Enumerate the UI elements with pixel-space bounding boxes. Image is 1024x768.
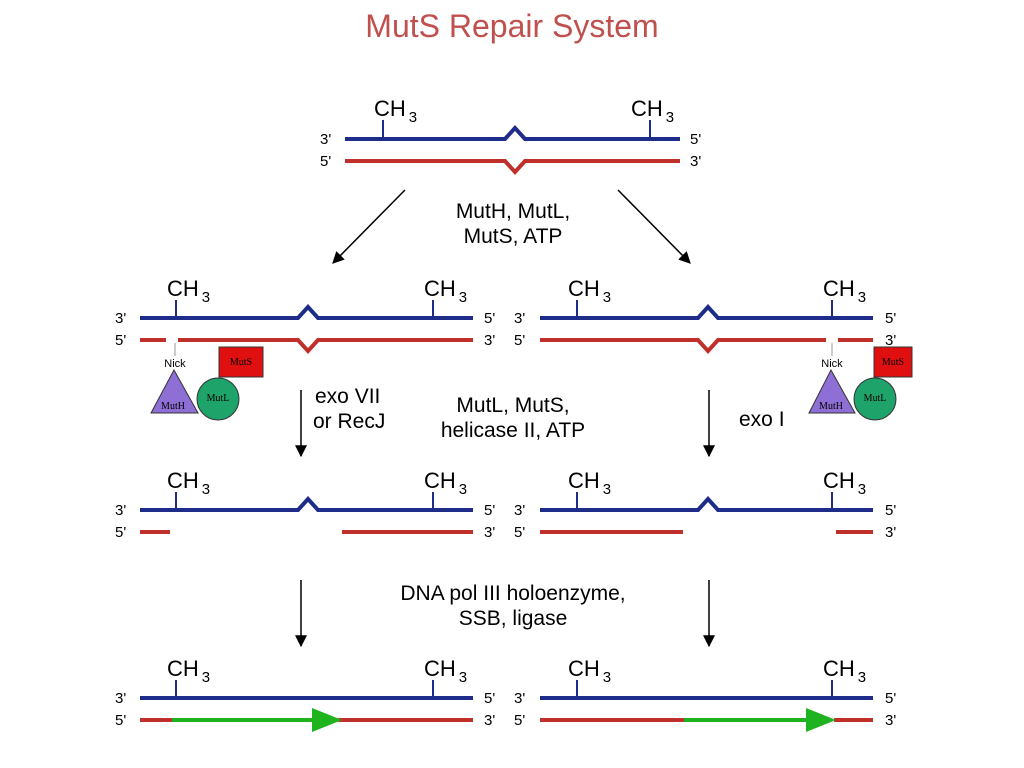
strand-end-5prime: 5' xyxy=(484,690,495,707)
page-title: MutS Repair System xyxy=(365,8,659,44)
strand-end-5prime: 5' xyxy=(690,131,701,148)
strand-end-5prime: 5' xyxy=(514,712,525,729)
arrow-to-left-pathway xyxy=(332,189,406,264)
strand-end-3prime: 3' xyxy=(885,712,896,729)
step-label-resynthesis: DNA pol III holoenzyme, xyxy=(400,582,625,605)
muts-label: MutS xyxy=(230,357,252,368)
step-label-resynthesis: SSB, ligase xyxy=(459,607,568,630)
synthesis-arrowhead xyxy=(312,708,342,732)
strand-end-5prime: 5' xyxy=(115,524,126,541)
muth-protein xyxy=(808,368,856,414)
template-strand xyxy=(540,496,873,512)
strand-end-5prime: 5' xyxy=(484,310,495,327)
muts-protein xyxy=(218,346,264,378)
strand-end-5prime: 5' xyxy=(885,502,896,519)
strand-end-5prime: 5' xyxy=(885,690,896,707)
step-label-excision-right: exo I xyxy=(739,408,785,431)
mutl-protein xyxy=(196,377,240,421)
step-label-helicase: MutL, MutS, xyxy=(456,394,569,417)
strand-end-3prime: 3' xyxy=(115,310,126,327)
daughter-strand xyxy=(540,338,873,354)
strand-end-5prime: 5' xyxy=(115,332,126,349)
muth-label: MutH xyxy=(161,401,185,412)
step-label-recognition: MutS, ATP xyxy=(464,225,563,248)
strand-end-5prime: 5' xyxy=(115,712,126,729)
strand-end-3prime: 3' xyxy=(514,690,525,707)
strand-end-5prime: 5' xyxy=(514,524,525,541)
strand-end-3prime: 3' xyxy=(885,524,896,541)
strand-end-3prime: 3' xyxy=(514,310,525,327)
strand-end-3prime: 3' xyxy=(514,502,525,519)
template-strand xyxy=(540,304,873,320)
muth-protein xyxy=(150,368,199,414)
muts-label: MutS xyxy=(882,357,904,368)
nick-label: Nick xyxy=(164,358,186,370)
step-label-recognition: MutH, MutL, xyxy=(456,200,570,223)
strand-end-3prime: 3' xyxy=(320,131,331,148)
step-label-excision-left: exo VII xyxy=(315,385,380,408)
template-strand xyxy=(140,304,473,320)
muth-label: MutH xyxy=(819,401,843,412)
strand-end-3prime: 3' xyxy=(484,332,495,349)
muts-protein xyxy=(873,346,913,378)
strand-end-3prime: 3' xyxy=(115,502,126,519)
strand-end-3prime: 3' xyxy=(115,690,126,707)
strand-end-3prime: 3' xyxy=(690,153,701,170)
mutl-protein xyxy=(853,377,897,421)
strand-end-5prime: 5' xyxy=(514,332,525,349)
strand-end-5prime: 5' xyxy=(320,153,331,170)
daughter-strand xyxy=(140,338,473,354)
nick-label: Nick xyxy=(821,358,843,370)
template-strand xyxy=(345,125,680,141)
mutl-label: MutL xyxy=(207,393,230,404)
synthesis-arrowhead xyxy=(806,708,836,732)
strand-end-3prime: 3' xyxy=(885,332,896,349)
strand-end-3prime: 3' xyxy=(484,712,495,729)
daughter-strand xyxy=(345,159,680,175)
arrow-to-right-pathway xyxy=(617,189,691,264)
step-label-helicase: helicase II, ATP xyxy=(441,419,585,442)
strand-end-3prime: 3' xyxy=(484,524,495,541)
strand-end-5prime: 5' xyxy=(885,310,896,327)
strand-end-5prime: 5' xyxy=(484,502,495,519)
step-label-excision-left: or RecJ xyxy=(313,410,385,433)
mutl-label: MutL xyxy=(864,393,887,404)
template-strand xyxy=(140,496,473,512)
